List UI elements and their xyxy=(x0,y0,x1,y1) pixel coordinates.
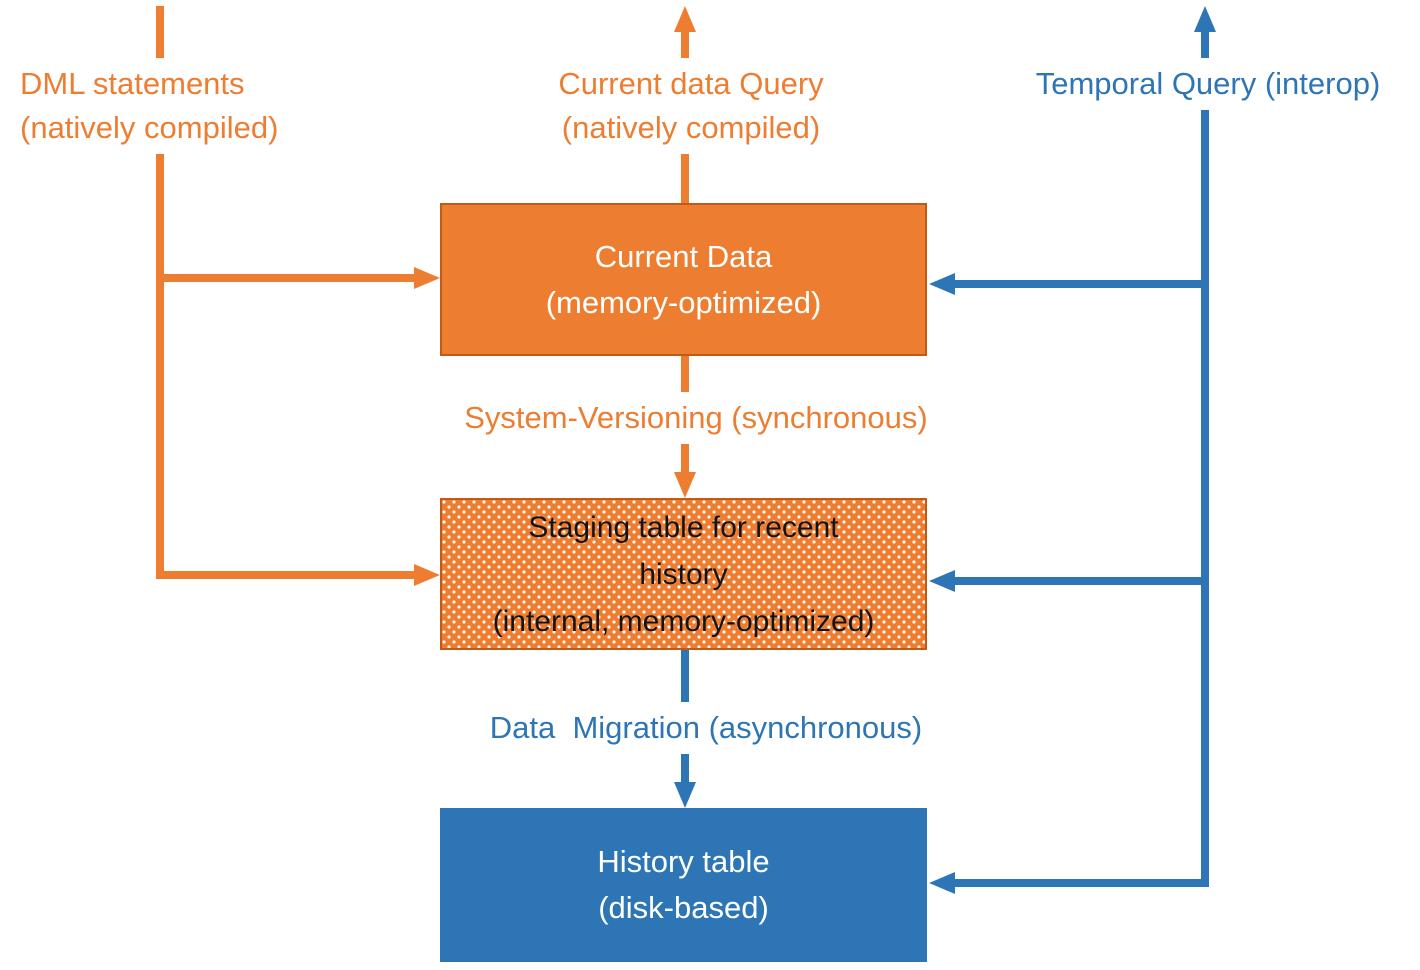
arrowhead-data-migration-down-icon xyxy=(674,782,696,808)
temporal-to-current-data-line xyxy=(955,280,1209,288)
current-data-box: Current Data (memory-optimized) xyxy=(440,203,927,356)
temporal-to-history-line xyxy=(955,879,1209,887)
temporal-to-staging-line xyxy=(955,577,1209,585)
temporal-query-label: Temporal Query (interop) xyxy=(1000,58,1416,110)
dml-to-current-data-line xyxy=(156,274,414,282)
temporal-query-trunk-line xyxy=(1201,30,1209,887)
dml-statements-label: DML statements (natively compiled) xyxy=(14,58,285,154)
arrowhead-into-staging-icon xyxy=(414,564,440,586)
arrowhead-temporal-into-current-data-icon xyxy=(929,273,955,295)
arrowhead-temporal-into-history-icon xyxy=(929,872,955,894)
arrowhead-system-versioning-down-icon xyxy=(674,472,696,498)
arrowhead-current-query-up-icon xyxy=(674,6,696,32)
dml-trunk-line xyxy=(156,6,164,579)
arrowhead-into-current-data-icon xyxy=(414,267,440,289)
dml-to-staging-line xyxy=(156,571,414,579)
current-data-query-label: Current data Query (natively compiled) xyxy=(505,58,877,154)
system-versioning-label: System-Versioning (synchronous) xyxy=(440,392,952,444)
arrowhead-temporal-query-up-icon xyxy=(1194,6,1216,32)
data-migration-label: Data Migration (asynchronous) xyxy=(460,702,952,754)
history-table-box: History table (disk-based) xyxy=(440,808,927,962)
staging-table-box: Staging table for recent history (intern… xyxy=(440,498,927,650)
arrowhead-temporal-into-staging-icon xyxy=(929,570,955,592)
